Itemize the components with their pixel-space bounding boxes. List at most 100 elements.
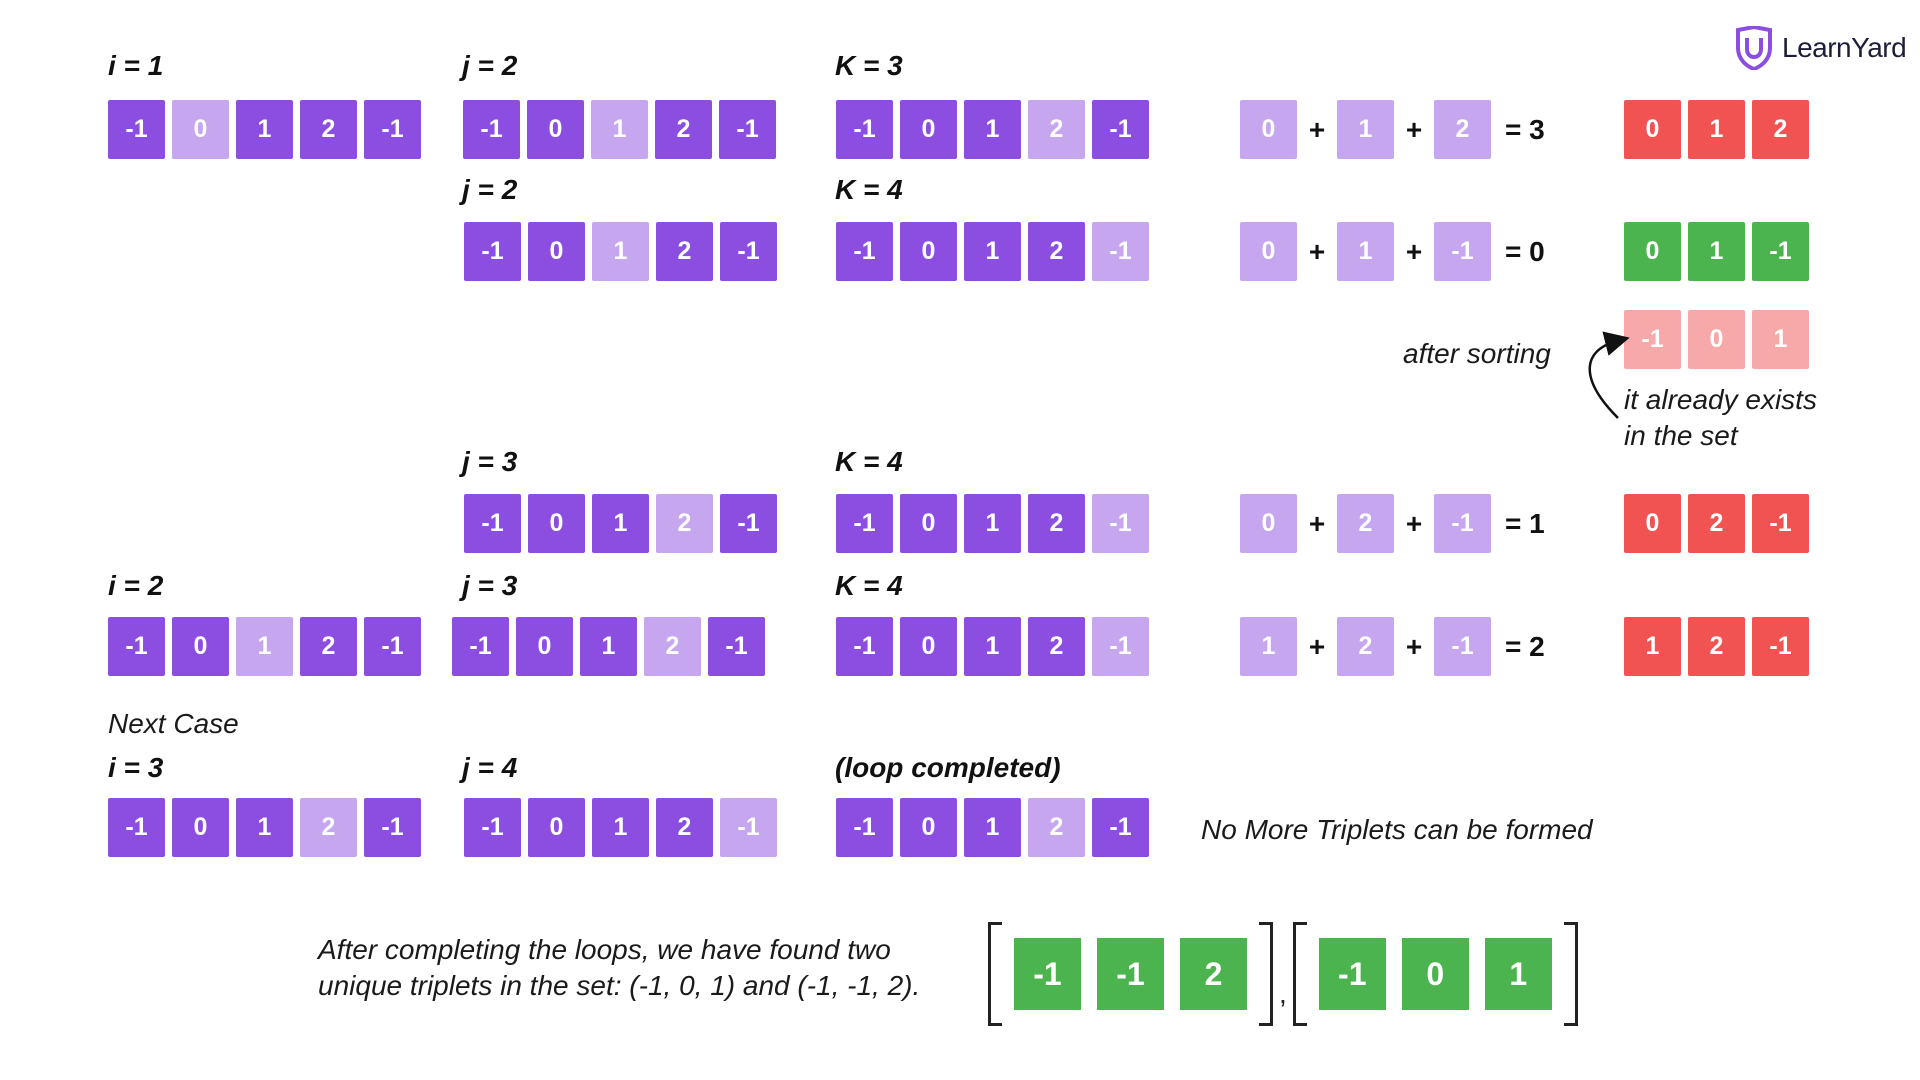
array-cell: 0	[900, 494, 957, 553]
array-cell: 0	[900, 100, 957, 159]
sum-term-cell: -1	[1434, 617, 1491, 676]
plus-operator: +	[1308, 235, 1326, 267]
label-k4a: K = 4	[835, 174, 903, 205]
next-case-label: Next Case	[108, 708, 239, 739]
array-cell: -1	[836, 494, 893, 553]
array-cell: -1	[364, 617, 421, 676]
array-cell: 2	[300, 617, 357, 676]
array-cell: 1	[964, 222, 1021, 281]
brand-logo: LearnYard	[1734, 26, 1907, 70]
plus-operator: +	[1405, 507, 1423, 539]
sum-term-cell: 0	[1240, 100, 1297, 159]
array-cell: 0	[172, 798, 229, 857]
array-cell: 1	[964, 617, 1021, 676]
triplet-cell: 0	[1624, 222, 1681, 281]
sum-term-cell: 0	[1240, 222, 1297, 281]
array-cell: -1	[364, 100, 421, 159]
array-cell: -1	[1092, 494, 1149, 553]
array-cell: 2	[1028, 222, 1085, 281]
right-bracket	[1259, 922, 1273, 1026]
array-cell: -1	[464, 494, 521, 553]
array-cell: 1	[964, 100, 1021, 159]
brand-name: LearnYard	[1782, 32, 1907, 63]
label-k4b: K = 4	[835, 446, 903, 477]
triplet-cell: -1	[1752, 494, 1809, 553]
final-triplet-cell: -1	[1318, 938, 1386, 1010]
array-cell: 0	[528, 798, 585, 857]
array-cell: 2	[1028, 798, 1085, 857]
array-cell: 0	[900, 222, 957, 281]
array-cell: 2	[1028, 100, 1085, 159]
plus-operator: +	[1405, 235, 1423, 267]
array-cell: 2	[300, 100, 357, 159]
triplet-cell: 1	[1624, 617, 1681, 676]
final-triplet-cell: -1	[1014, 938, 1081, 1010]
array-cell: 2	[644, 617, 701, 676]
array-cell: 0	[528, 494, 585, 553]
sum-term-cell: 2	[1337, 617, 1394, 676]
sum-term-cell: -1	[1434, 494, 1491, 553]
label-k4c: K = 4	[835, 570, 903, 601]
array-cell: -1	[836, 798, 893, 857]
triplet-cell: -1	[1752, 617, 1809, 676]
label-i1: i = 1	[108, 50, 164, 81]
label-j3b: j = 3	[462, 570, 518, 601]
left-bracket	[1292, 922, 1307, 1026]
left-bracket	[988, 922, 1002, 1026]
array-cell: -1	[463, 100, 520, 159]
sum-expression-4: 1+2+-1= 2	[1240, 617, 1545, 676]
final-triplet-cell: 0	[1401, 938, 1469, 1010]
array-cell: -1	[708, 617, 765, 676]
triplet-cell: 2	[1688, 617, 1745, 676]
sum-term-cell: 1	[1337, 100, 1394, 159]
final-triplet-cell: 2	[1180, 938, 1247, 1010]
array-cell: -1	[464, 798, 521, 857]
triplet-cell: 1	[1688, 222, 1745, 281]
array-cell: 1	[236, 617, 293, 676]
label-i3: i = 3	[108, 752, 164, 783]
plus-operator: +	[1308, 113, 1326, 145]
array-cell: -1	[720, 222, 777, 281]
array-cell: 2	[656, 494, 713, 553]
plus-operator: +	[1308, 630, 1326, 662]
triplet-cell: 2	[1688, 494, 1745, 553]
array-cell: -1	[1092, 798, 1149, 857]
array-cell: -1	[836, 222, 893, 281]
triplet-separator: ,	[1279, 978, 1287, 1009]
array-cell: 1	[592, 494, 649, 553]
array-cell: -1	[1092, 100, 1149, 159]
array-cell: 0	[172, 617, 229, 676]
array-cell: 1	[964, 798, 1021, 857]
no-more-triplets-note: No More Triplets can be formed	[1201, 814, 1593, 845]
array-cell: 1	[236, 100, 293, 159]
summary-line-1: After completing the loops, we have foun…	[318, 934, 891, 965]
array-cell: 0	[516, 617, 573, 676]
array-cell: -1	[1092, 617, 1149, 676]
after-sorting-note: after sorting	[1403, 338, 1551, 369]
sum-term-cell: 1	[1240, 617, 1297, 676]
array-cell: 0	[528, 222, 585, 281]
summary-line-2: unique triplets in the set: (-1, 0, 1) a…	[318, 970, 921, 1001]
sum-term-cell: -1	[1434, 222, 1491, 281]
triplet-cell: 0	[1624, 494, 1681, 553]
array-cell: -1	[464, 222, 521, 281]
array-cell: -1	[720, 798, 777, 857]
array-cell: -1	[108, 617, 165, 676]
loop-completed-label: (loop completed)	[835, 752, 1061, 783]
plus-operator: +	[1405, 630, 1423, 662]
array-cell: 2	[300, 798, 357, 857]
